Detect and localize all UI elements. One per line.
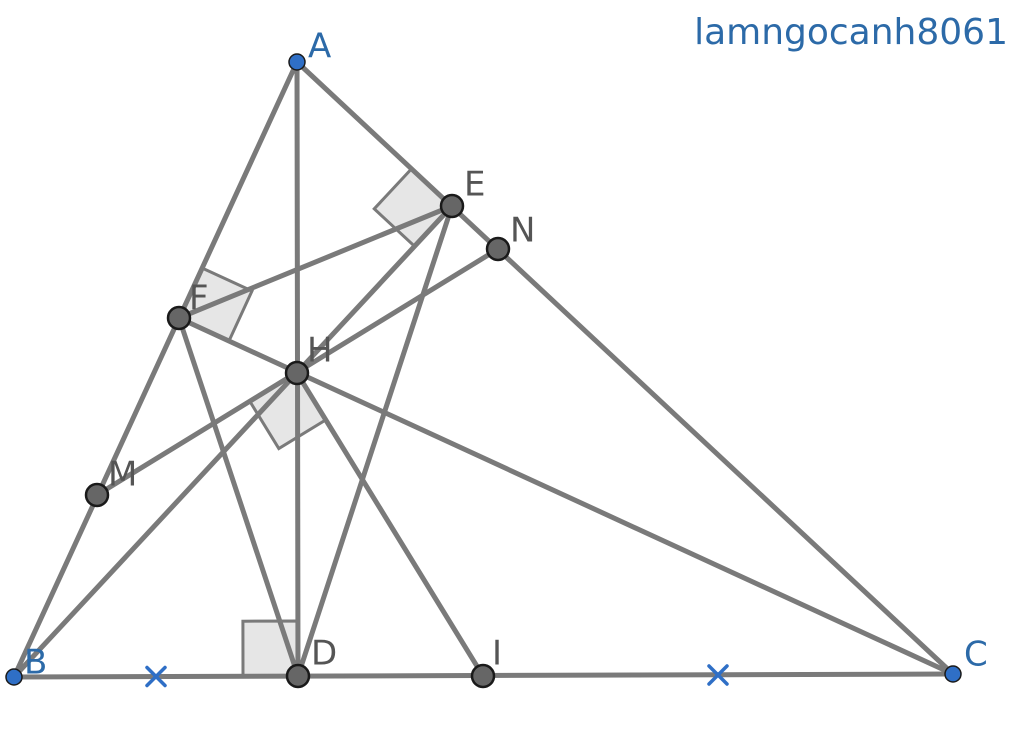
label-B: B — [24, 643, 47, 683]
segment-ED — [295, 203, 455, 679]
label-F: F — [189, 279, 209, 319]
label-H: H — [307, 331, 333, 371]
point-F — [166, 305, 192, 331]
label-M: M — [108, 455, 137, 495]
point-B — [5, 668, 23, 686]
equal-mark-BD — [145, 665, 167, 688]
segment-FD — [176, 315, 301, 679]
watermark-text: lamngocanh8061 — [694, 12, 1008, 53]
point-A — [288, 53, 306, 71]
label-D: D — [311, 634, 337, 674]
points — [5, 53, 962, 689]
segment-FE — [176, 203, 455, 321]
point-labels: A B C D E F H M N I — [24, 27, 988, 683]
point-N — [485, 236, 511, 262]
segments — [11, 59, 956, 680]
label-N: N — [510, 211, 535, 251]
point-M — [84, 482, 110, 508]
segment-BE — [11, 203, 455, 680]
point-H — [284, 360, 310, 386]
segment-CA — [294, 59, 956, 677]
point-D — [285, 663, 311, 689]
point-C — [944, 665, 962, 683]
label-I: I — [492, 634, 502, 674]
equal-length-marks — [145, 664, 729, 688]
label-A: A — [308, 27, 331, 67]
equal-mark-IC — [707, 664, 729, 686]
segment-HI — [294, 370, 486, 679]
point-E — [439, 193, 465, 219]
point-I — [470, 663, 496, 689]
label-C: C — [964, 635, 988, 675]
label-E: E — [464, 165, 485, 205]
segment-AB — [11, 59, 300, 680]
